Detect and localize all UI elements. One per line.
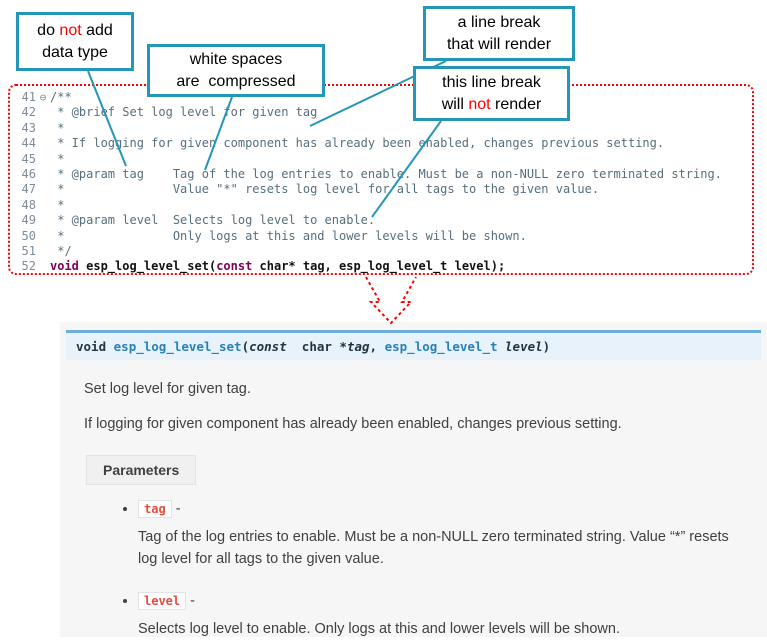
parameter-item-tag: tag - Tag of the log entries to enable. …: [138, 499, 747, 571]
comment-text: * @param level Selects log level to enab…: [50, 213, 376, 228]
code-line-function-declaration: 52 void esp_log_level_set(const char* tag…: [16, 259, 752, 274]
sig-type-char: char *: [286, 339, 347, 354]
line-number: 44: [21, 136, 36, 151]
doc-brief-paragraph: Set log level for given tag.: [84, 381, 251, 397]
callout-text-line: a line break: [457, 13, 541, 31]
code-line: 44 * If logging for given component has …: [16, 136, 752, 151]
fold-marker-icon[interactable]: ⊖: [39, 91, 47, 104]
code-line: 46 * @param tag Tag of the log entries t…: [16, 167, 752, 182]
callout-text-part: do: [37, 21, 60, 39]
code-line: 50 * Only logs at this and lower levels …: [16, 229, 752, 244]
function-args-text: char* tag, esp_log_level_t level);: [252, 259, 506, 274]
callout-text-part: render: [490, 95, 542, 113]
sig-paren: ): [542, 339, 551, 354]
code-editor-snippet: 41⊖/** 42 * @brief Set log level for giv…: [8, 84, 754, 275]
comment-text: */: [50, 244, 72, 259]
sig-comma: ,: [369, 339, 385, 354]
sig-param-tag: tag: [346, 339, 370, 354]
callout-text-emphasis: not: [468, 95, 491, 113]
sig-param-level: level: [505, 339, 543, 354]
parameters-label: Parameters: [86, 454, 197, 485]
code-line: 43 *: [16, 121, 752, 136]
comment-text: * @param tag Tag of the log entries to e…: [50, 167, 722, 182]
line-number: 51: [21, 244, 36, 259]
comment-text: *: [50, 120, 65, 135]
line-number: 48: [21, 197, 36, 212]
sig-function-name: esp_log_level_set: [113, 339, 242, 354]
comment-text: * If logging for given component has alr…: [50, 136, 665, 151]
transform-arrow-icon: [365, 276, 417, 325]
line-number: 43: [21, 120, 36, 135]
parameter-list: tag - Tag of the log entries to enable. …: [84, 499, 747, 640]
line-number: 49: [21, 213, 36, 228]
callout-text-part: add: [81, 21, 113, 39]
callout-text-line: white spaces: [189, 50, 283, 68]
function-signature: void esp_log_level_set(const char *tag, …: [66, 330, 761, 360]
comment-text: /**: [50, 90, 72, 104]
doc-body: Set log level for given tag. If logging …: [60, 360, 767, 640]
comment-text: * Only logs at this and lower levels wil…: [50, 228, 527, 243]
keyword-void: void: [50, 259, 79, 274]
callout-text-emphasis: not: [59, 21, 82, 39]
param-dash: -: [186, 592, 195, 609]
line-number: 47: [21, 182, 36, 197]
callout-line-break-renders: a line break that will render: [423, 6, 575, 61]
line-number: 41: [21, 90, 36, 104]
keyword-const: const: [216, 259, 253, 274]
code-line: 49 * @param level Selects log level to e…: [16, 213, 752, 228]
callout-text-line: that will render: [446, 35, 552, 53]
comment-text: *: [50, 151, 65, 166]
code-line: 48 *: [16, 198, 752, 213]
code-line: 47 * Value "*" resets log level for all …: [16, 182, 752, 197]
sig-keyword-void: void: [76, 339, 114, 354]
callout-text-line: are compressed: [176, 72, 296, 90]
sig-type-esp-log-level-t: esp_log_level_t: [384, 339, 498, 354]
callout-whitespace-compressed: white spaces are compressed: [147, 44, 325, 97]
callout-text-line: this line break: [442, 73, 541, 91]
line-number: 46: [21, 167, 36, 182]
callout-text-part: will: [441, 95, 469, 113]
callout-text-line: do not add: [37, 20, 113, 42]
line-number: 45: [21, 151, 36, 166]
callout-text-line: data type: [42, 43, 108, 61]
comment-text: *: [50, 197, 65, 212]
param-name-code: level: [138, 591, 187, 610]
sig-keyword-const: const: [249, 339, 287, 354]
code-line: 42 * @brief Set log level for given tag: [16, 105, 752, 120]
line-number: 52: [21, 259, 36, 274]
doc-detail-paragraph: If logging for given component has alrea…: [84, 416, 622, 433]
param-dash: -: [171, 500, 181, 517]
callout-text-line: will not render: [442, 94, 542, 116]
rendered-doc-panel: void esp_log_level_set(const char *tag, …: [60, 322, 767, 637]
function-name-text: esp_log_level_set(: [78, 259, 217, 274]
comment-text: * Value "*" resets log level for all tag…: [50, 182, 600, 197]
code-line: 51 */: [16, 244, 752, 259]
code-line: 45 *: [16, 152, 752, 167]
comment-text: * @brief Set log level for given tag: [50, 105, 318, 120]
callout-line-break-not-render: this line break will not render: [413, 66, 570, 121]
param-description: Selects log level to enable. Only logs a…: [138, 620, 620, 637]
callout-no-data-type: do not add data type: [16, 12, 134, 71]
code-line: 41⊖/**: [16, 90, 752, 105]
line-number: 42: [21, 105, 36, 120]
sig-space: [498, 339, 506, 354]
line-number: 50: [21, 228, 36, 243]
parameter-item-level: level - Selects log level to enable. Onl…: [138, 591, 747, 640]
sig-paren: (: [241, 339, 250, 354]
param-name-code: tag: [138, 499, 172, 518]
param-description: Tag of the log entries to enable. Must b…: [138, 528, 729, 568]
